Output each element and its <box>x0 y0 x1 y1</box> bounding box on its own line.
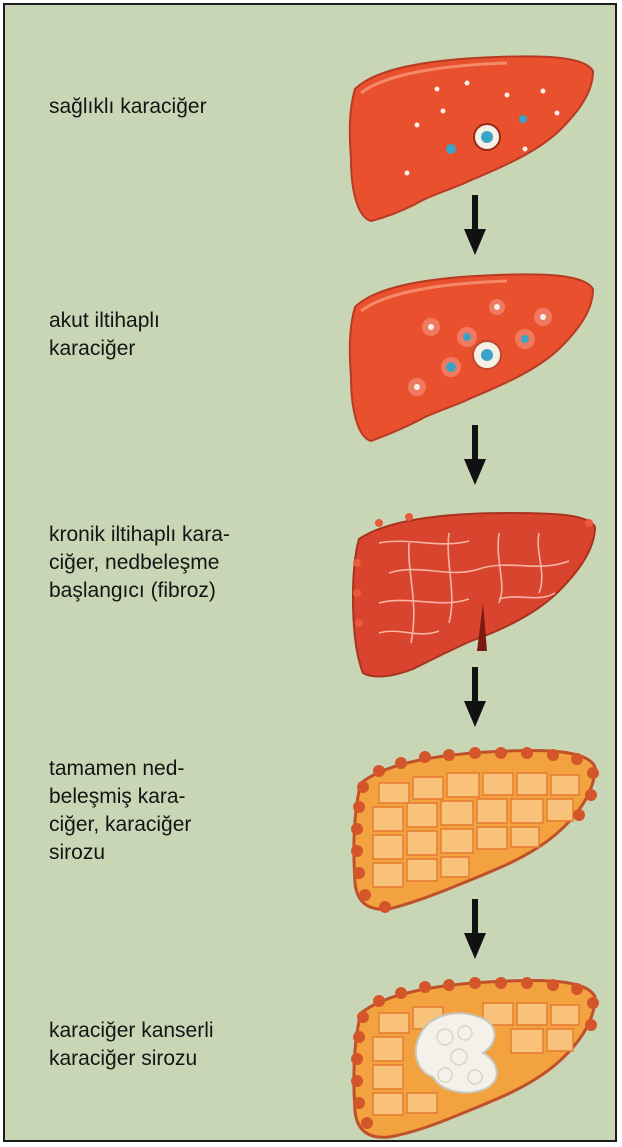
cancer-cirrhosis-liver-icon <box>349 973 599 1142</box>
stage-3-label: kronik iltihaplı kara- ciğer, nedbeleşme… <box>49 521 230 605</box>
arrow-down-icon-4 <box>463 899 487 961</box>
stage-1-label: sağlıklı karaciğer <box>49 93 207 121</box>
diagram-panel: sağlıklı karaciğer akut iltihaplı karaci… <box>3 3 617 1142</box>
arrow-down-icon-3 <box>463 667 487 729</box>
fibrosis-liver-icon <box>349 503 599 683</box>
arrow-down-icon-2 <box>463 425 487 487</box>
stage-4-label: tamamen ned- beleşmiş kara- ciğer, karac… <box>49 755 191 867</box>
cirrhosis-liver-icon <box>349 743 599 913</box>
stage-5-label: karaciğer kanserli karaciğer sirozu <box>49 1017 214 1073</box>
inflamed-liver-icon <box>347 267 597 447</box>
stage-2-label: akut iltihaplı karaciğer <box>49 307 160 363</box>
arrow-down-icon-1 <box>463 195 487 257</box>
